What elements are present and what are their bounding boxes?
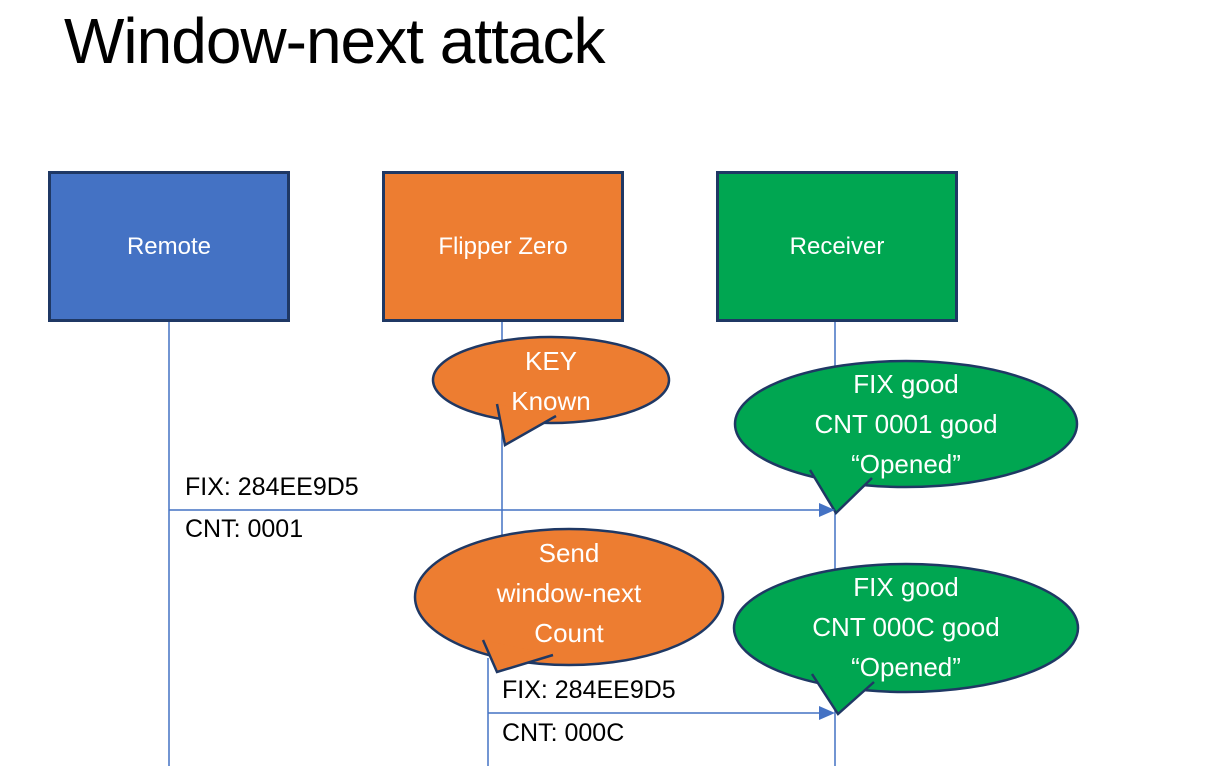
message-1-label-fix: FIX: 284EE9D5 [185,473,359,501]
speech-bubble-cnt000c [732,562,1080,694]
speech-bubble-send-window-next [413,527,725,667]
actor-box-remote: Remote [48,171,290,322]
speech-bubble-key-known-text: KEY Known [433,341,669,421]
speech-bubble-cnt0001-text: FIX good CNT 0001 good “Opened” [746,364,1066,484]
actor-label-remote: Remote [126,232,212,260]
callout-line: “Opened” [851,652,961,682]
speech-bubble-cnt000c-tail [810,673,875,716]
speech-bubble-key-known-tail [495,403,557,447]
callout-line: “Opened” [851,449,961,479]
speech-bubble-cnt0001-tail [808,469,873,515]
speech-bubble-send-window-next-text: Send window-next Count [419,533,719,653]
callout-line: Send [538,538,600,568]
actor-label-flipper-zero: Flipper Zero [438,232,568,260]
callout-line: FIX good [853,572,959,602]
actor-box-flipper-zero: Flipper Zero [382,171,624,322]
actor-box-receiver: Receiver [716,171,958,322]
message-1-label-cnt: CNT: 0001 [185,515,304,543]
message-arrow-1-head [819,503,835,517]
callout-line: window-next [496,578,642,608]
callout-line: CNT 0001 good [814,409,998,439]
actor-label-receiver: Receiver [789,232,885,260]
speech-bubble-cnt0001 [733,359,1079,489]
speech-bubble-cnt000c-text: FIX good CNT 000C good “Opened” [746,567,1066,687]
speech-bubble-send-window-next-tail [481,639,554,674]
message-2-label-cnt: CNT: 000C [502,719,625,747]
callout-line: KEY [524,346,578,376]
speech-bubble-key-known [431,335,671,425]
message-2-label-fix: FIX: 284EE9D5 [502,676,676,704]
callout-line: CNT 000C good [812,612,1000,642]
callout-line: Known [511,386,591,416]
page-title: Window-next attack [64,5,605,77]
message-arrow-2-head [819,706,835,720]
callout-line: Count [534,618,604,648]
callout-line: FIX good [853,369,959,399]
